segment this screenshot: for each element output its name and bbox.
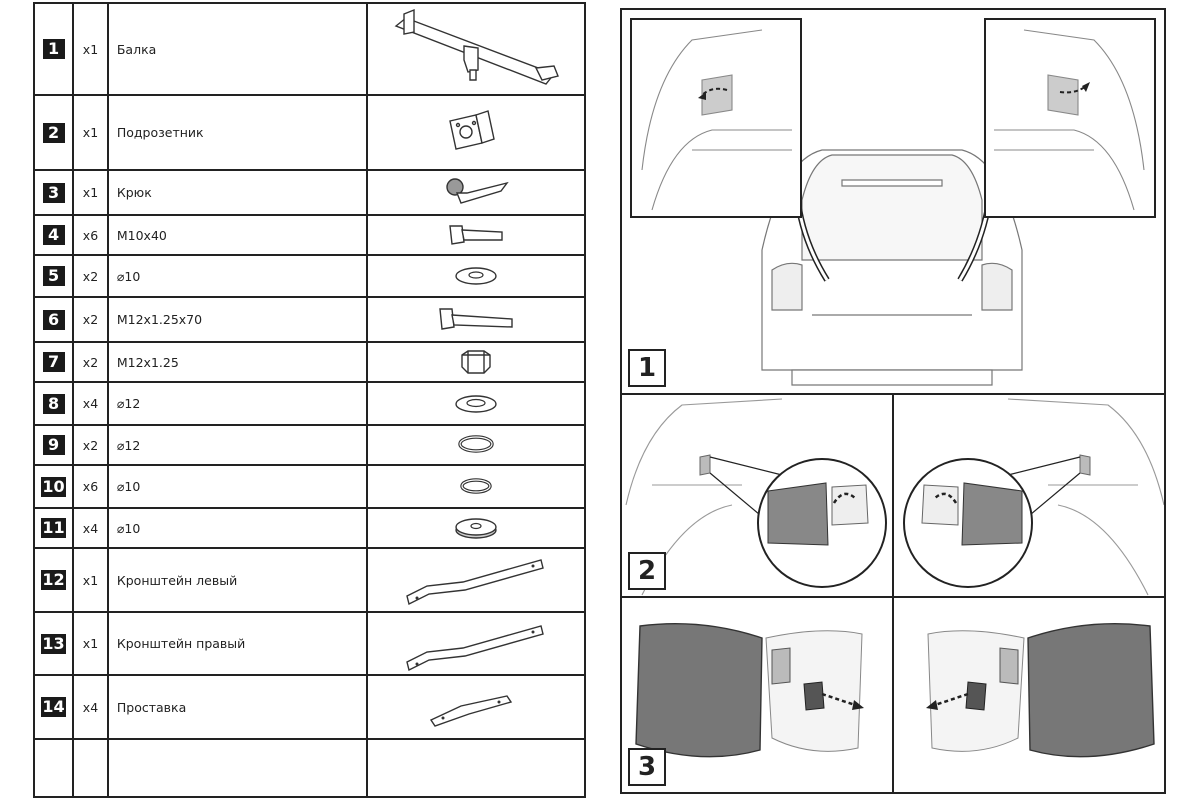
part-quantity: x2 (72, 341, 109, 383)
part-name: ⌀10 (106, 464, 369, 509)
part-quantity: x4 (72, 674, 109, 740)
right-bracket-icon (406, 624, 545, 671)
part-number: 7 (42, 352, 65, 372)
part-quantity: x6 (72, 214, 109, 256)
panel-connector-left (635, 623, 864, 758)
tow-beam-icon (394, 8, 560, 85)
part-quantity: x1 (72, 2, 109, 96)
part-number: 9 (42, 435, 65, 455)
table-row: 5 x2 ⌀10 (32, 254, 586, 298)
bolt-icon (449, 225, 503, 245)
trim-clip-removal-left (625, 398, 887, 596)
table-row: 1 x1 Балка (32, 2, 586, 96)
parts-table: 1 x1 Балка 2 x1 Подрозетник 3 x1 Крюк (32, 2, 586, 798)
part-number: 12 (41, 570, 66, 590)
part-quantity: x4 (72, 381, 109, 426)
part-number: 11 (41, 518, 66, 538)
table-row: 14 x4 Проставка (32, 674, 586, 740)
table-row: 12 x1 Кронштейн левый (32, 547, 586, 613)
part-name: ⌀12 (106, 381, 369, 426)
part-name: Кронштейн правый (106, 611, 369, 676)
part-number: 1 (42, 39, 65, 59)
part-quantity: x1 (72, 547, 109, 613)
inset-right-trim (984, 18, 1156, 218)
part-number: 5 (42, 266, 65, 286)
step-number: 3 (628, 748, 666, 786)
table-row: 8 x4 ⌀12 (32, 381, 586, 426)
part-name: ⌀12 (106, 424, 369, 466)
part-name: Балка (106, 2, 369, 96)
part-name: M10x40 (106, 214, 369, 256)
table-row: 2 x1 Подрозетник (32, 94, 586, 171)
table-row-empty (32, 738, 586, 798)
left-bracket-icon (406, 559, 545, 606)
part-quantity: x6 (72, 464, 109, 509)
part-number: 4 (42, 225, 65, 245)
table-row: 9 x2 ⌀12 (32, 424, 586, 466)
long-bolt-icon (439, 307, 513, 330)
trim-clip-removal-right (903, 398, 1164, 596)
step-2-panel: 2 (620, 393, 894, 598)
part-quantity: x1 (72, 169, 109, 216)
car-trunk-illustration (761, 149, 1023, 386)
part-name: ⌀10 (106, 507, 369, 549)
socket-bracket-icon (449, 109, 496, 150)
table-row: 6 x2 M12x1.25x70 (32, 296, 586, 343)
part-quantity: x1 (72, 611, 109, 676)
panel-connector-right (926, 623, 1155, 758)
inset-left-trim (630, 18, 802, 218)
part-name: Подрозетник (106, 94, 369, 171)
part-quantity: x2 (72, 296, 109, 343)
washer-icon (455, 267, 497, 285)
table-row: 7 x2 M12x1.25 (32, 341, 586, 383)
parts-list: 1 x1 Балка 2 x1 Подрозетник 3 x1 Крюк (32, 2, 586, 798)
table-row: 3 x1 Крюк (32, 169, 586, 216)
part-name: Крюк (106, 169, 369, 216)
step-number: 2 (628, 552, 666, 590)
part-number: 13 (41, 633, 66, 654)
spring-washer-icon (460, 477, 492, 494)
table-row: 13 x1 Кронштейн правый (32, 611, 586, 676)
table-row: 10 x6 ⌀10 (32, 464, 586, 509)
part-number: 3 (42, 182, 65, 203)
nut-icon (461, 350, 491, 374)
part-number: 10 (41, 476, 66, 497)
table-row: 4 x6 M10x40 (32, 214, 586, 256)
part-quantity: x2 (72, 254, 109, 298)
table-row: 11 x4 ⌀10 (32, 507, 586, 549)
spring-washer-icon (458, 435, 494, 453)
spacer-plate-icon (430, 695, 513, 727)
installation-steps: 1 2 (620, 8, 1166, 794)
washer-icon (455, 394, 497, 413)
part-number: 8 (42, 393, 65, 414)
part-quantity: x2 (72, 424, 109, 466)
part-number: 14 (41, 697, 66, 717)
step-3-panel-right (892, 596, 1166, 794)
wide-washer-icon (455, 518, 497, 539)
part-number: 6 (42, 309, 65, 330)
step-3-panel: 3 (620, 596, 894, 794)
part-name: Проставка (106, 674, 369, 740)
part-name: M12x1.25 (106, 341, 369, 383)
hook-icon (446, 177, 509, 204)
part-name: Кронштейн левый (106, 547, 369, 613)
step-1-panel: 1 (620, 8, 1166, 395)
step-2-panel-right (892, 393, 1166, 598)
part-quantity: x1 (72, 94, 109, 171)
part-number: 2 (42, 122, 65, 143)
step-number: 1 (628, 349, 666, 387)
part-name: ⌀10 (106, 254, 369, 298)
part-name: M12x1.25x70 (106, 296, 369, 343)
part-quantity: x4 (72, 507, 109, 549)
